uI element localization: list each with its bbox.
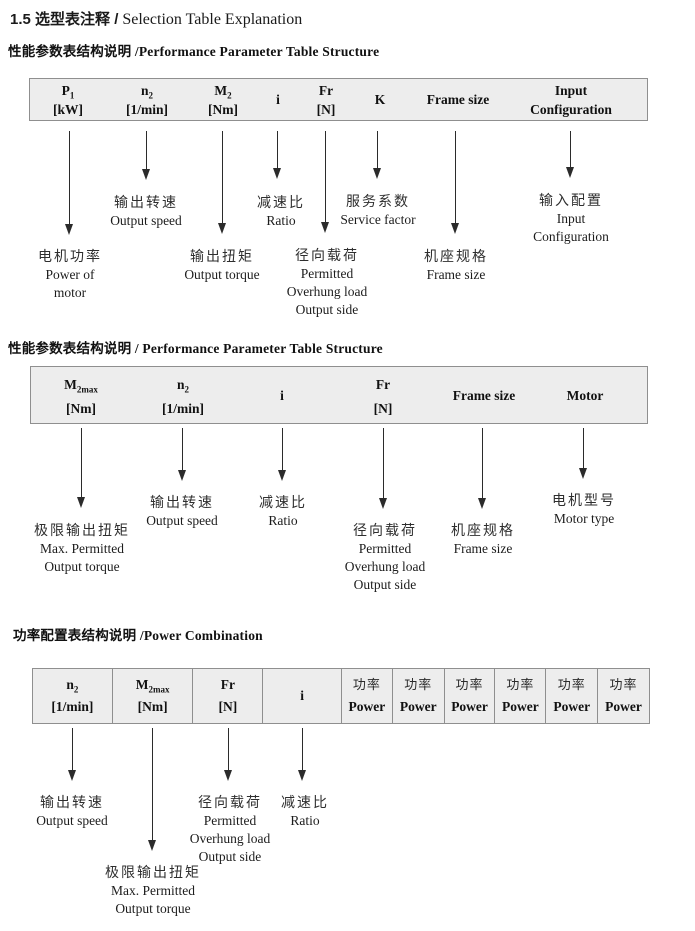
down-arrow [141, 131, 150, 180]
down-arrow [277, 428, 286, 481]
down-arrow [578, 428, 587, 479]
down-arrow [217, 131, 226, 234]
down-arrow [76, 428, 85, 508]
page-title-en: Selection Table Explanation [118, 11, 303, 28]
column-header-k: K [374, 92, 386, 107]
down-arrow [450, 131, 459, 234]
column-header-i: i [276, 92, 280, 107]
callout-power-of-motor: 电机功率 Power of motor [38, 248, 102, 300]
callout-output-speed: 输出转速 Output speed [110, 194, 182, 228]
down-arrow [67, 728, 76, 781]
section2-heading: 性能参数表结构说明 / Performance Parameter Table … [8, 341, 383, 356]
callout-max-permitted-output-torque: 极限输出扭矩 Max. Permitted Output torque [34, 522, 130, 574]
callout-overhung-load: 径向载荷 Permitted Overhung load Output side [344, 522, 426, 592]
column-header-m2max: M2max[Nm] [64, 377, 98, 416]
callout-frame-size: 机座规格 Frame size [424, 248, 488, 282]
callout-overhung-load: 径向载荷 Permitted Overhung load Output side [189, 794, 271, 864]
callout-output-torque: 输出扭矩 Output torque [184, 248, 260, 282]
callout-output-speed: 输出转速 Output speed [36, 794, 108, 828]
column-header-i: i [263, 669, 342, 723]
column-header-m2max: M2max[Nm] [113, 669, 194, 723]
callout-ratio: 减速比 Ratio [259, 494, 307, 528]
down-arrow [223, 728, 232, 781]
down-arrow [147, 728, 156, 851]
column-header-m2: M2[Nm] [208, 83, 238, 117]
page-title-zh: 1.5 选型表注释 / [10, 11, 119, 28]
column-header-fr: Fr[N] [316, 83, 336, 117]
column-header-motor: Motor [566, 388, 604, 403]
column-header-fr: Fr[N] [193, 669, 264, 723]
callout-output-speed: 输出转速 Output speed [146, 494, 218, 528]
performance-table-1: P1[kW] n2[1/min] M2[Nm] i Fr[N] K Frame … [29, 78, 648, 121]
column-header-n2: n2[1/min] [126, 83, 168, 117]
down-arrow [378, 428, 387, 509]
callout-ratio: 减速比 Ratio [257, 194, 305, 228]
column-header-fr: Fr[N] [373, 377, 393, 416]
column-header-p1: P1[kW] [53, 83, 83, 117]
down-arrow [64, 131, 73, 235]
section3-heading: 功率配置表结构说明 /Power Combination [13, 628, 263, 643]
down-arrow [177, 428, 186, 481]
column-header-i: i [280, 388, 284, 403]
down-arrow [297, 728, 306, 781]
performance-table-2: M2max[Nm] n2[1/min] i Fr[N] Frame size M… [30, 366, 648, 424]
callout-frame-size: 机座规格 Frame size [451, 522, 515, 556]
callout-motor-type: 电机型号 Motor type [552, 492, 616, 526]
callout-input-configuration: 输入配置 Input Configuration [533, 192, 609, 244]
column-header-frame-size: Frame size [452, 388, 516, 403]
callout-ratio: 减速比 Ratio [281, 794, 329, 828]
down-arrow [565, 131, 574, 178]
down-arrow [372, 131, 381, 179]
column-header-frame-size: Frame size [426, 92, 490, 107]
column-header-n2: n2[1/min] [33, 669, 113, 723]
section1-heading: 性能参数表结构说明 /Performance Parameter Table S… [8, 44, 380, 59]
down-arrow [477, 428, 486, 509]
down-arrow [320, 131, 329, 233]
page-title: 1.5 选型表注释 / Selection Table Explanation [10, 8, 302, 29]
callout-service-factor: 服务系数 Service factor [340, 193, 416, 227]
down-arrow [272, 131, 281, 179]
callout-max-permitted-output-torque: 极限输出扭矩 Max. Permitted Output torque [105, 864, 201, 916]
callout-overhung-load: 径向载荷 Permitted Overhung load Output side [286, 247, 368, 317]
column-header-n2: n2[1/min] [162, 377, 204, 416]
